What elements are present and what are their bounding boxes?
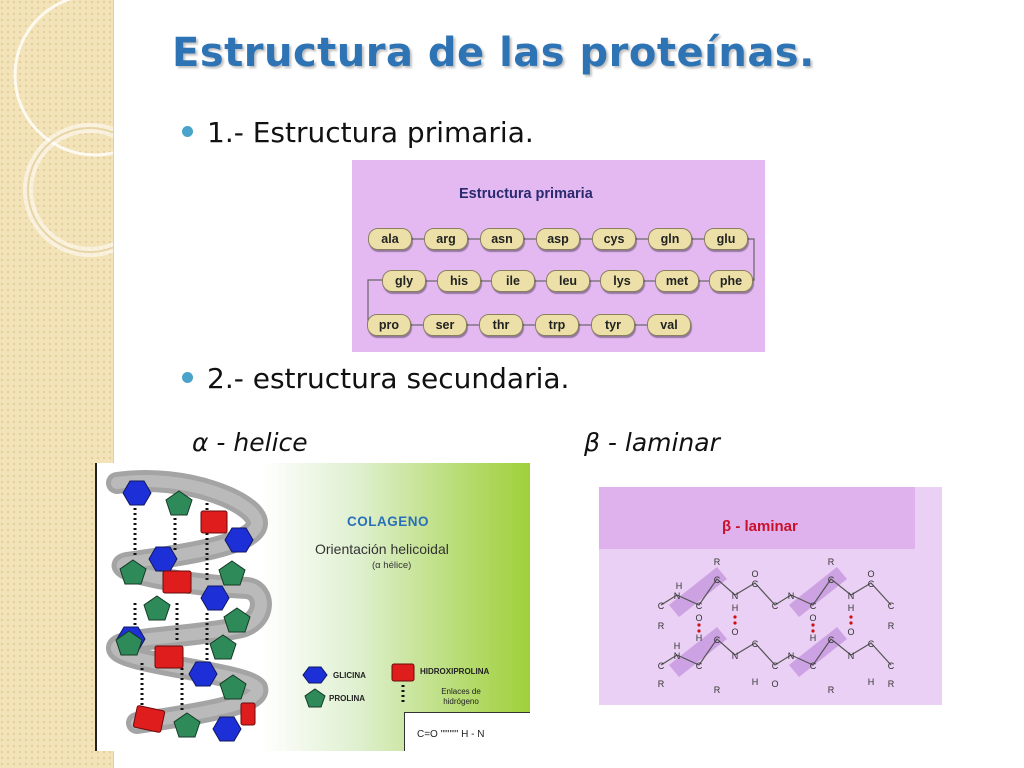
svg-text:C: C (714, 575, 721, 585)
svg-text:R: R (888, 621, 895, 631)
svg-text:O: O (809, 613, 816, 623)
caption-alpha-helix: α - helice (192, 428, 308, 457)
amino-acid-phe: phe (709, 270, 753, 292)
beta-figure-header (599, 487, 915, 549)
collagen-subtitle-helix: (α hélice) (372, 560, 412, 571)
svg-text:C: C (696, 661, 703, 671)
amino-acid-ala: ala (368, 228, 412, 250)
svg-text:R: R (888, 679, 895, 689)
collagen-helix-illustration (105, 470, 526, 748)
svg-text:H: H (674, 641, 681, 651)
amino-acid-gln: gln (648, 228, 692, 250)
svg-text:O: O (751, 569, 758, 579)
svg-text:C: C (828, 575, 835, 585)
svg-text:C: C (888, 601, 895, 611)
amino-acid-pro: pro (367, 314, 411, 336)
svg-text:R: R (828, 685, 835, 695)
bullet-primary-structure: 1.- Estructura primaria. (182, 116, 534, 149)
bullet-secondary-structure: 2.- estructura secundaria. (182, 362, 569, 395)
bullet-text: 1.- Estructura primaria. (207, 116, 534, 149)
amino-acid-val: val (647, 314, 691, 336)
bullet-text: 2.- estructura secundaria. (207, 362, 570, 395)
svg-text:C: C (888, 661, 895, 671)
bond-label: C=O """"" H - N (417, 729, 485, 740)
svg-text:N: N (788, 651, 795, 661)
svg-text:N: N (788, 591, 795, 601)
svg-text:N: N (732, 591, 739, 601)
amino-acid-tyr: tyr (591, 314, 635, 336)
amino-acid-thr: thr (479, 314, 523, 336)
amino-acid-lys: lys (600, 270, 644, 292)
amino-acid-gly: gly (382, 270, 426, 292)
amino-acid-glu: glu (704, 228, 748, 250)
decorative-rings (13, 0, 113, 257)
amino-acid-trp: trp (535, 314, 579, 336)
svg-text:O: O (847, 627, 854, 637)
collagen-title: COLAGENO (347, 514, 430, 529)
amino-acid-cys: cys (592, 228, 636, 250)
amino-acid-arg: arg (424, 228, 468, 250)
legend-hydrogen-bonds: Enlaces de hidrógeno (441, 687, 481, 706)
svg-text:C: C (772, 661, 779, 671)
amino-acid-asp: asp (536, 228, 580, 250)
legend-glicina: GLICINA (333, 671, 366, 680)
svg-text:O: O (867, 569, 874, 579)
svg-text:N: N (674, 591, 681, 601)
svg-text:O: O (771, 679, 778, 689)
svg-text:C: C (658, 661, 665, 671)
svg-text:N: N (848, 591, 855, 601)
alpha-helix-figure: COLAGENO Orientación helicoidal (α hélic… (95, 463, 530, 751)
svg-text:C: C (810, 661, 817, 671)
bullet-dot (182, 371, 193, 383)
amino-acid-ser: ser (423, 314, 467, 336)
svg-text:H: H (732, 603, 739, 613)
svg-text:R: R (828, 557, 835, 567)
svg-text:R: R (658, 621, 665, 631)
svg-text:C: C (714, 635, 721, 645)
amino-acid-leu: leu (546, 270, 590, 292)
svg-text:O: O (695, 613, 702, 623)
bullet-dot (182, 125, 193, 137)
svg-text:N: N (674, 651, 681, 661)
amino-acid-ile: ile (491, 270, 535, 292)
svg-text:C: C (658, 601, 665, 611)
amino-acid-asn: asn (480, 228, 524, 250)
svg-text:R: R (714, 557, 721, 567)
primary-figure-title: Estructura primaria (459, 186, 593, 202)
svg-text:H: H (848, 603, 855, 613)
svg-text:H: H (696, 633, 703, 643)
svg-text:R: R (714, 685, 721, 695)
bond-diagram-box: C=O """"" H - N (404, 712, 530, 751)
svg-text:H: H (810, 633, 817, 643)
svg-text:N: N (848, 651, 855, 661)
svg-text:C: C (868, 639, 875, 649)
svg-text:N: N (732, 651, 739, 661)
slide-title: Estructura de las proteínas. (172, 30, 815, 76)
svg-text:R: R (658, 679, 665, 689)
svg-text:H: H (676, 581, 683, 591)
caption-beta-sheet: β - laminar (584, 428, 720, 457)
svg-text:O: O (731, 627, 738, 637)
svg-text:H: H (868, 677, 875, 687)
collagen-subtitle: Orientación helicoidal (315, 541, 449, 557)
svg-text:H: H (752, 677, 759, 687)
legend-prolina: PROLINA (329, 694, 365, 703)
amino-acid-met: met (655, 270, 699, 292)
svg-text:C: C (696, 601, 703, 611)
amino-acid-his: his (437, 270, 481, 292)
beta-figure-title: β - laminar (722, 518, 798, 535)
svg-text:C: C (752, 579, 759, 589)
svg-text:C: C (810, 601, 817, 611)
svg-text:C: C (828, 635, 835, 645)
svg-text:C: C (772, 601, 779, 611)
svg-text:C: C (752, 639, 759, 649)
svg-text:C: C (868, 579, 875, 589)
legend-hidroxiprolina: HIDROXIPROLINA (420, 667, 490, 676)
decorative-side-strip (0, 0, 114, 768)
